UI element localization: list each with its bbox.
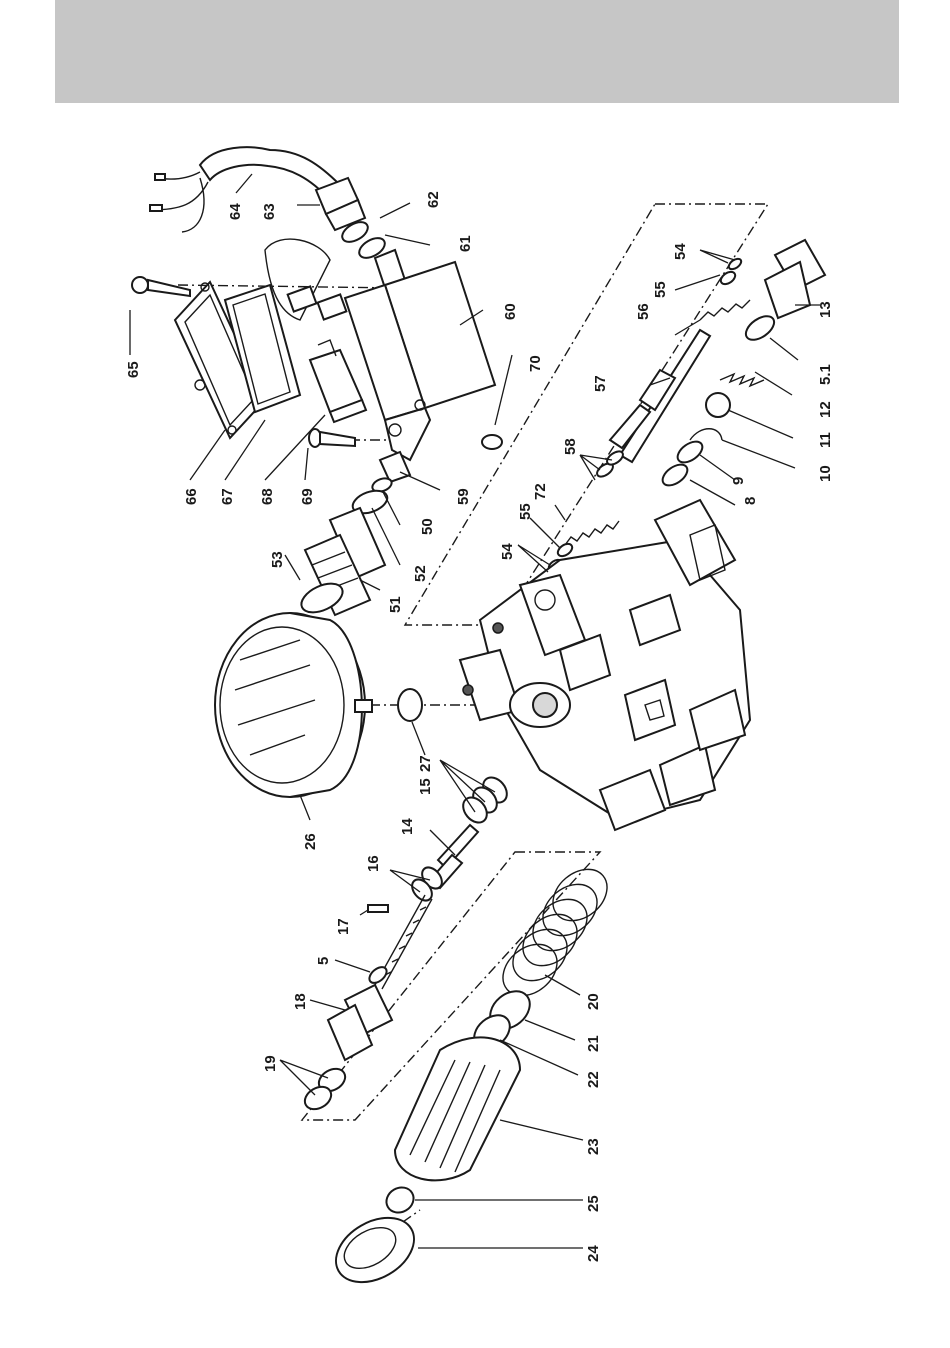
spring-72-part [565, 521, 619, 545]
ball-11-part [706, 393, 730, 417]
label-26: 26 [302, 833, 319, 850]
cap-24-part [325, 1205, 426, 1295]
label-69: 69 [299, 488, 316, 505]
label-25: 25 [585, 1195, 602, 1212]
label-20: 20 [585, 993, 602, 1010]
label-19: 19 [262, 1055, 279, 1072]
microswitch-part [310, 340, 366, 422]
label-14: 14 [399, 818, 416, 835]
label-12: 12 [817, 401, 834, 418]
label-23: 23 [585, 1138, 602, 1155]
circlip-10-part [690, 429, 722, 440]
label-54-top: 54 [672, 243, 689, 260]
label-66: 66 [183, 488, 200, 505]
label-8: 8 [742, 497, 759, 505]
nut-70-part [482, 435, 502, 449]
label-5: 5 [315, 957, 332, 965]
label-54-bottom: 54 [499, 543, 516, 560]
screw-65-part [132, 277, 190, 296]
label-21: 21 [585, 1035, 602, 1052]
label-64: 64 [227, 203, 244, 220]
label-70: 70 [527, 355, 544, 372]
label-67: 67 [219, 488, 236, 505]
label-55-bottom: 55 [517, 503, 534, 520]
label-24: 24 [585, 1245, 602, 1262]
label-62: 62 [425, 191, 442, 208]
label-22: 22 [585, 1071, 602, 1088]
label-60: 60 [502, 303, 519, 320]
label-50: 50 [419, 518, 436, 535]
label-11: 11 [817, 432, 834, 448]
label-51: 51 [387, 596, 404, 613]
label-56: 56 [635, 303, 652, 320]
pin-17-part [368, 905, 388, 912]
label-27: 27 [417, 755, 434, 772]
label-59: 59 [455, 488, 472, 505]
oring-8-part [659, 460, 691, 489]
label-10: 10 [817, 465, 834, 482]
cable-part [150, 147, 340, 232]
spring-12-part [720, 374, 764, 386]
label-58: 58 [562, 438, 579, 455]
spring-56-part [700, 300, 750, 320]
label-68: 68 [259, 488, 276, 505]
label-53: 53 [269, 551, 286, 568]
washer-27-part [398, 689, 422, 721]
plug-13-part [765, 240, 825, 318]
label-18: 18 [292, 993, 309, 1010]
ring-55b-part [556, 541, 575, 558]
label-16: 16 [365, 855, 382, 872]
nut-25-part [382, 1183, 418, 1218]
label-13: 13 [817, 301, 834, 318]
pressure-gauge-part [215, 613, 372, 797]
knob-23-part [395, 1037, 520, 1180]
label-15: 15 [417, 778, 434, 795]
label-65: 65 [125, 361, 142, 378]
regulator-body-18-part [328, 985, 392, 1060]
pressure-switch-body-part [297, 508, 385, 618]
spring-20-part [493, 859, 617, 1006]
seat-9-part [674, 437, 706, 466]
label-17: 17 [335, 918, 352, 935]
label-5-1: 5.1 [817, 364, 834, 385]
label-52: 52 [412, 565, 429, 582]
label-63: 63 [261, 203, 278, 220]
label-57: 57 [592, 375, 609, 392]
label-9: 9 [730, 477, 747, 485]
label-61: 61 [457, 235, 474, 252]
ring-55a-part [719, 269, 738, 286]
screw-69-part [309, 429, 355, 447]
label-55-top: 55 [652, 281, 669, 298]
oring-58b-part [605, 449, 625, 468]
label-72: 72 [532, 483, 549, 500]
